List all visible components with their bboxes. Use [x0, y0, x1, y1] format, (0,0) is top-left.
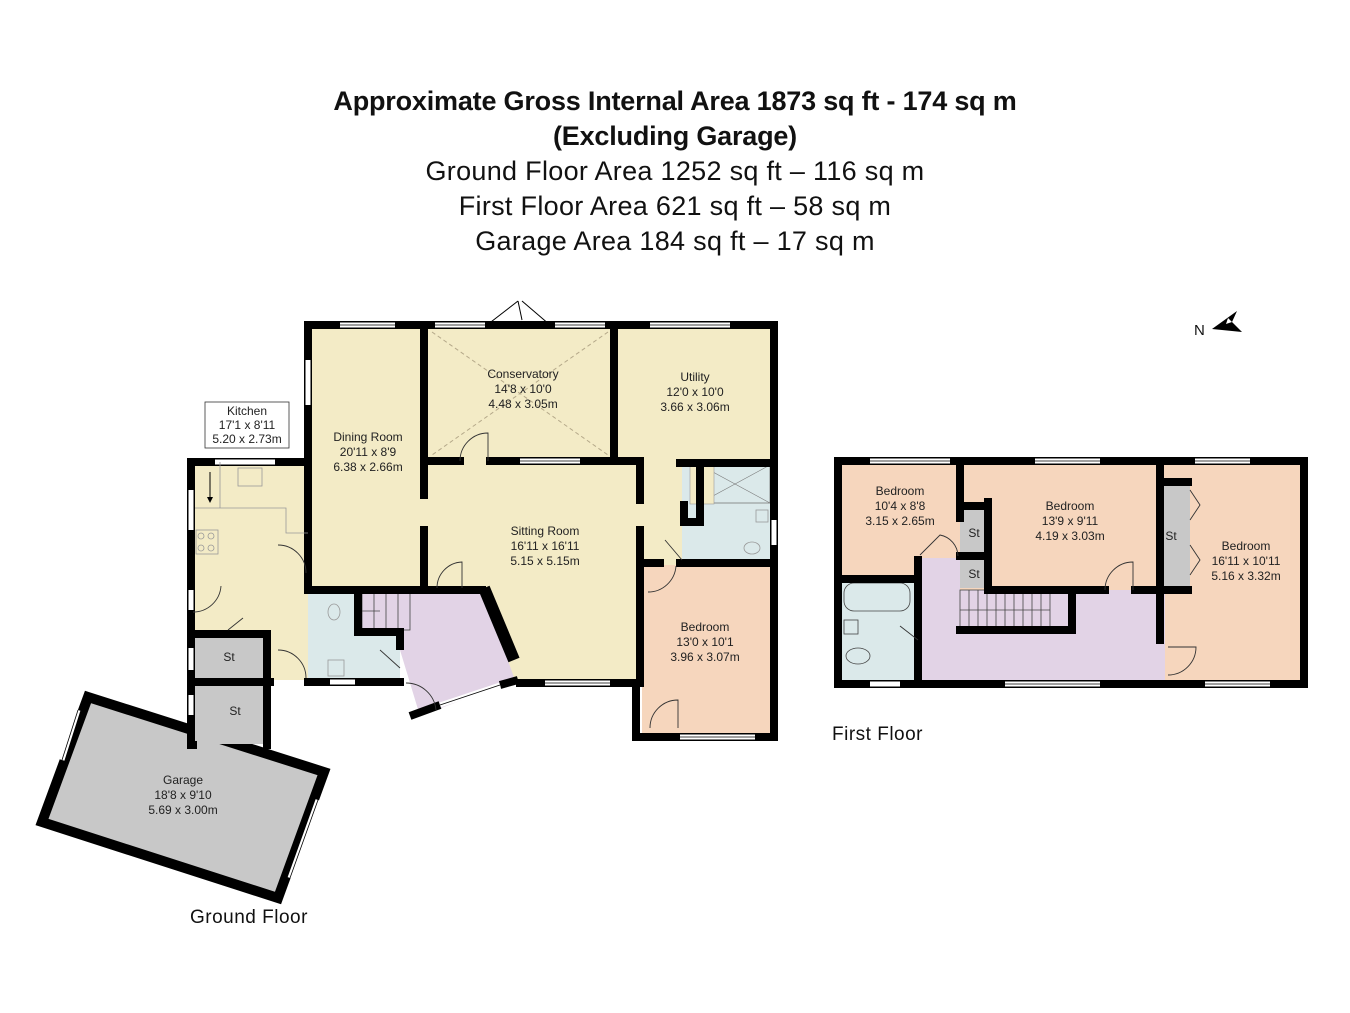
svg-text:4.48 x 3.05m: 4.48 x 3.05m [488, 397, 557, 411]
svg-text:3.66 x 3.06m: 3.66 x 3.06m [660, 400, 729, 414]
bathroom [838, 578, 918, 684]
entrance-hall [358, 590, 515, 716]
svg-text:Sitting Room: Sitting Room [511, 524, 580, 538]
ff-store-2-label: St [968, 567, 980, 581]
svg-text:20'11 x 8'9: 20'11 x 8'9 [340, 445, 397, 459]
ff-store-1-label: St [968, 526, 980, 540]
area-summary: Approximate Gross Internal Area 1873 sq … [0, 84, 1350, 259]
svg-text:13'9 x 9'11: 13'9 x 9'11 [1042, 514, 1099, 528]
conservatory-label: Conservatory 14'8 x 10'0 4.48 x 3.05m [487, 367, 558, 411]
garage-room [35, 690, 331, 905]
first-floor-area: First Floor Area 621 sq ft – 58 sq m [458, 191, 892, 221]
svg-text:5.15 x 5.15m: 5.15 x 5.15m [510, 554, 579, 568]
svg-text:14'8 x 10'0: 14'8 x 10'0 [494, 382, 552, 396]
store-2 [193, 684, 267, 744]
utility-label: Utility 12'0 x 10'0 3.66 x 3.06m [660, 370, 729, 414]
first-floor-label: First Floor [832, 724, 923, 745]
svg-text:4.19 x 3.03m: 4.19 x 3.03m [1035, 529, 1104, 543]
svg-text:5.20 x 2.73m: 5.20 x 2.73m [212, 432, 281, 446]
ground-floor-area: Ground Floor Area 1252 sq ft – 116 sq m [425, 156, 925, 186]
svg-text:3.15 x 2.65m: 3.15 x 2.65m [865, 514, 934, 528]
store-1-label: St [223, 650, 235, 664]
svg-text:18'8 x 9'10: 18'8 x 9'10 [154, 788, 212, 802]
svg-text:16'11 x 10'11: 16'11 x 10'11 [1212, 554, 1281, 568]
svg-text:Bedroom: Bedroom [681, 620, 730, 634]
svg-text:12'0 x 10'0: 12'0 x 10'0 [666, 385, 724, 399]
kitchen-label: Kitchen 17'1 x 8'11 5.20 x 2.73m [204, 401, 290, 449]
svg-text:Utility: Utility [680, 370, 709, 384]
first-floor-plan: Bedroom 10'4 x 8'8 3.15 x 2.65m Bedroom … [834, 457, 1308, 688]
ground-bedroom-label: Bedroom 13'0 x 10'1 3.96 x 3.07m [670, 620, 739, 664]
svg-text:Bedroom: Bedroom [1046, 499, 1095, 513]
svg-text:Bedroom: Bedroom [1222, 539, 1271, 553]
excluding-garage-note: (Excluding Garage) [553, 121, 797, 151]
ground-floor-label: Ground Floor [190, 907, 308, 928]
north-arrow-icon [1212, 311, 1242, 332]
svg-text:10'4 x 8'8: 10'4 x 8'8 [875, 499, 926, 513]
ground-bedroom [642, 565, 774, 737]
dining-room [308, 325, 422, 588]
first-bedroom-3-label: Bedroom 16'11 x 10'11 5.16 x 3.32m [1211, 539, 1280, 583]
first-bedroom-2-label: Bedroom 13'9 x 9'11 4.19 x 3.03m [1035, 499, 1104, 543]
svg-text:3.96 x 3.07m: 3.96 x 3.07m [670, 650, 739, 664]
svg-text:Kitchen: Kitchen [227, 404, 267, 418]
garage-area: Garage Area 184 sq ft – 17 sq m [475, 226, 875, 256]
store-2-label: St [229, 704, 241, 718]
svg-text:13'0 x 10'1: 13'0 x 10'1 [676, 635, 734, 649]
svg-text:Conservatory: Conservatory [487, 367, 558, 381]
sitting-room-label: Sitting Room 16'11 x 16'11 5.15 x 5.15m [510, 524, 579, 568]
garage-label: Garage 18'8 x 9'10 5.69 x 3.00m [148, 773, 217, 817]
ground-floor-plan: Kitchen 17'1 x 8'11 5.20 x 2.73m Dining … [35, 300, 778, 905]
ff-store-3-label: St [1165, 529, 1177, 543]
svg-text:17'1 x 8'11: 17'1 x 8'11 [219, 418, 276, 432]
svg-text:5.16 x 3.32m: 5.16 x 3.32m [1211, 569, 1280, 583]
landing [918, 558, 1165, 680]
ff-store-3 [1162, 482, 1190, 590]
svg-text:Bedroom: Bedroom [876, 484, 925, 498]
gross-area-title: Approximate Gross Internal Area 1873 sq … [333, 86, 1017, 116]
svg-text:16'11 x 16'11: 16'11 x 16'11 [511, 539, 580, 553]
compass-label: N [1194, 322, 1205, 339]
ff-store-1 [960, 506, 988, 554]
store-1 [193, 634, 267, 680]
svg-text:6.38 x 2.66m: 6.38 x 2.66m [333, 460, 402, 474]
svg-text:5.69 x 3.00m: 5.69 x 3.00m [148, 803, 217, 817]
svg-text:Garage: Garage [163, 773, 203, 787]
dining-room-label: Dining Room 20'11 x 8'9 6.38 x 2.66m [333, 430, 402, 474]
first-bedroom-1-label: Bedroom 10'4 x 8'8 3.15 x 2.65m [865, 484, 934, 528]
svg-text:Dining Room: Dining Room [333, 430, 402, 444]
ff-store-2 [960, 558, 988, 588]
